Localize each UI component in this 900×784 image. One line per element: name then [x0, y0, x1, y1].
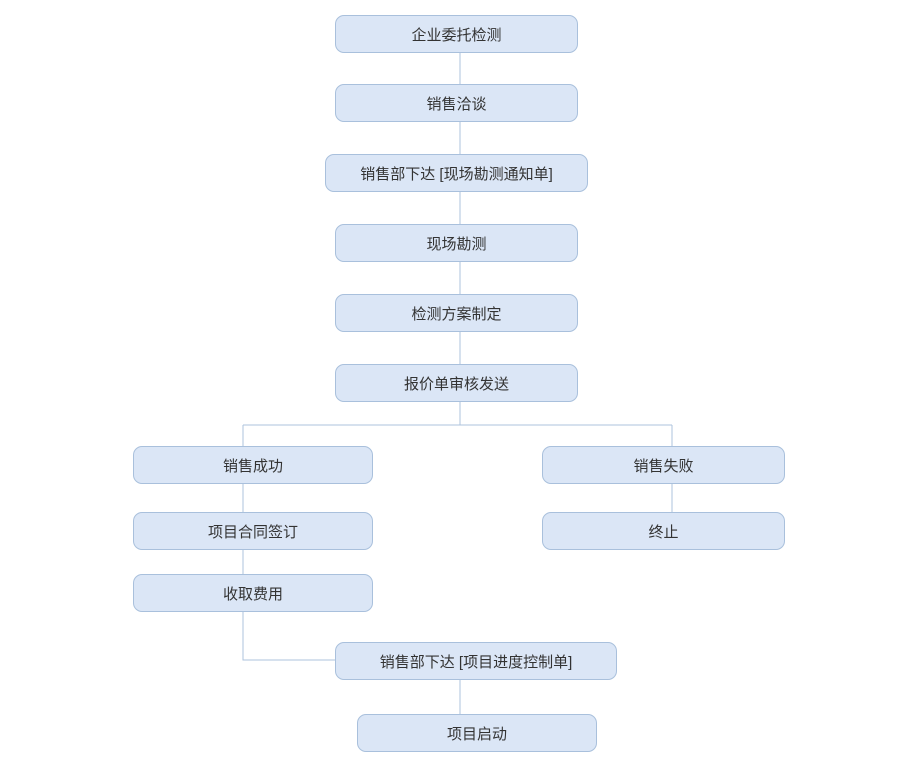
flow-node-project-contract-signing: 项目合同签订: [133, 512, 373, 550]
flow-node-project-launch: 项目启动: [357, 714, 597, 752]
flow-node-site-survey: 现场勘测: [335, 224, 578, 262]
flow-node-testing-plan-formulation: 检测方案制定: [335, 294, 578, 332]
flow-node-sales-dept-issues-progress-control: 销售部下达 [项目进度控制单]: [335, 642, 617, 680]
flow-node-termination: 终止: [542, 512, 785, 550]
flow-node-sales-success: 销售成功: [133, 446, 373, 484]
flow-node-sales-negotiation: 销售洽谈: [335, 84, 578, 122]
flow-node-sales-failure: 销售失败: [542, 446, 785, 484]
flow-node-fee-collection: 收取费用: [133, 574, 373, 612]
flow-node-sales-dept-issues-site-survey-notice: 销售部下达 [现场勘测通知单]: [325, 154, 588, 192]
flow-node-enterprise-entrusted-testing: 企业委托检测: [335, 15, 578, 53]
flow-node-quotation-review-and-sending: 报价单审核发送: [335, 364, 578, 402]
connector-fee-collection-to-sales-dept-issues-progress-control: [242, 612, 335, 661]
